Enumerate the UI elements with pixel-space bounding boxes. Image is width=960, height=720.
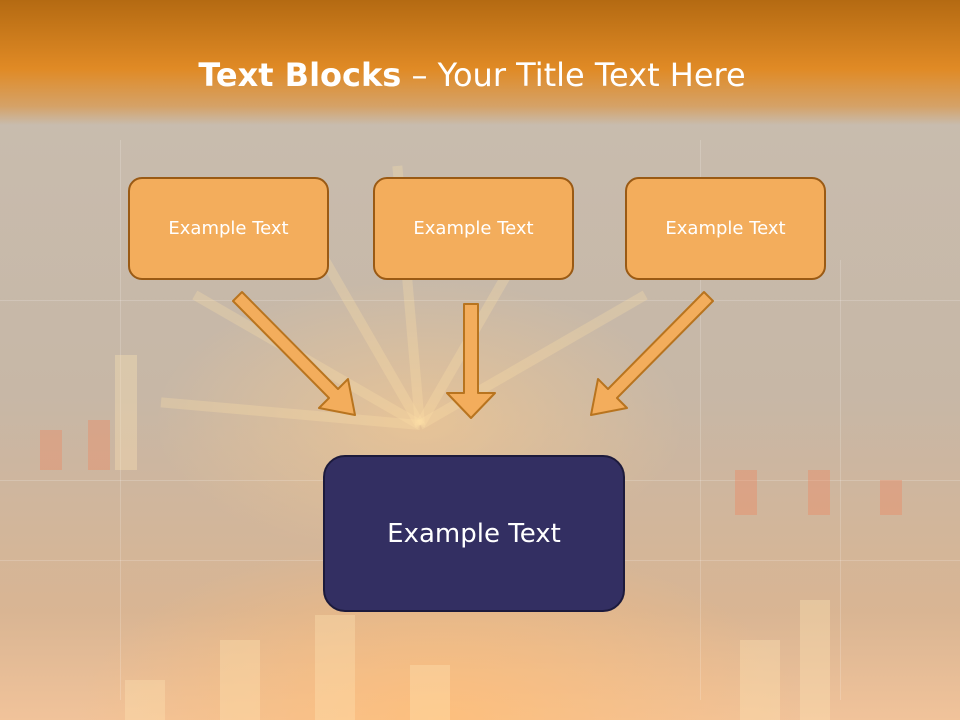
text-block-1-label: Example Text bbox=[168, 218, 289, 239]
main-text-block[interactable]: Example Text bbox=[323, 455, 625, 612]
text-block-3[interactable]: Example Text bbox=[625, 177, 826, 280]
arrow-right bbox=[590, 291, 714, 416]
arrow-center bbox=[446, 303, 496, 419]
arrow-left bbox=[232, 291, 356, 416]
text-block-2-label: Example Text bbox=[413, 218, 534, 239]
title-banner bbox=[0, 0, 960, 125]
text-block-1[interactable]: Example Text bbox=[128, 177, 329, 280]
slide-title-rest: Your Title Text Here bbox=[437, 56, 746, 94]
slide-title: Text Blocks – Your Title Text Here bbox=[0, 50, 944, 100]
main-text-block-label: Example Text bbox=[387, 518, 561, 549]
text-block-2[interactable]: Example Text bbox=[373, 177, 574, 280]
slide-title-bold: Text Blocks bbox=[198, 56, 402, 94]
text-block-3-label: Example Text bbox=[665, 218, 786, 239]
slide-title-separator: – bbox=[401, 56, 438, 94]
